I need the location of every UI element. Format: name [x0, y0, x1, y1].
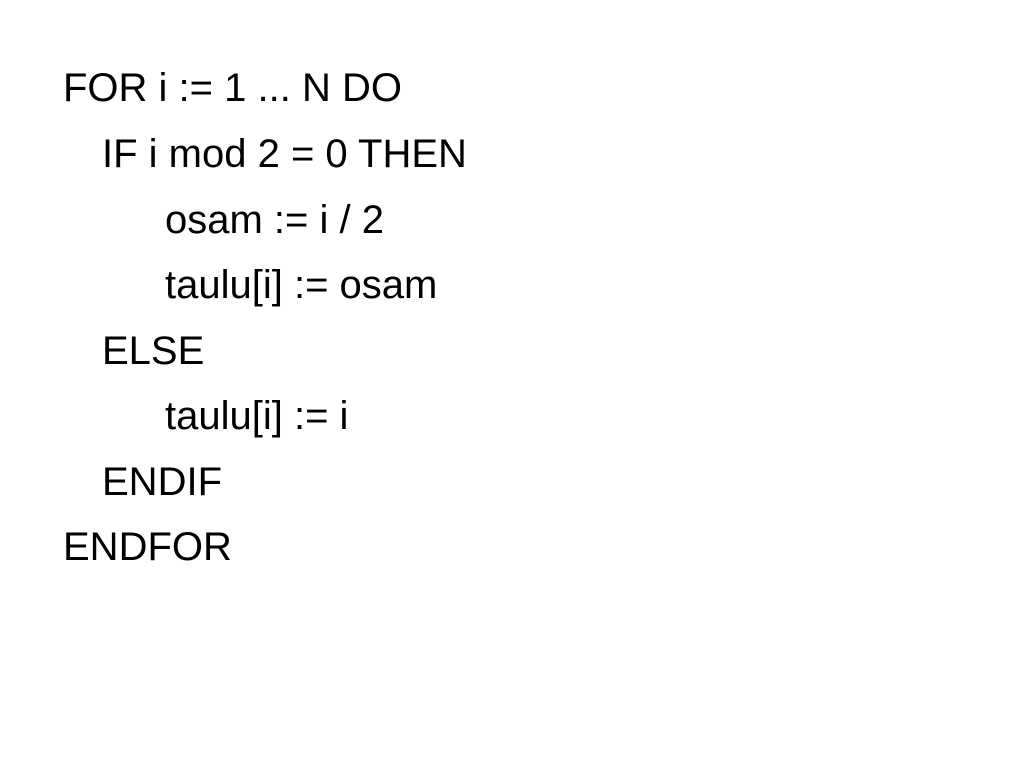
code-line-endfor: ENDFOR — [63, 525, 232, 569]
code-line-else: ELSE — [102, 329, 205, 373]
code-line-osam-assign: osam := i / 2 — [165, 198, 384, 242]
code-line-endif: ENDIF — [102, 460, 222, 504]
code-line-taulu-osam: taulu[i] := osam — [165, 263, 438, 307]
code-line-taulu-i: taulu[i] := i — [165, 394, 349, 438]
code-line-for: FOR i := 1 ... N DO — [63, 66, 402, 110]
code-line-if: IF i mod 2 = 0 THEN — [102, 132, 467, 176]
